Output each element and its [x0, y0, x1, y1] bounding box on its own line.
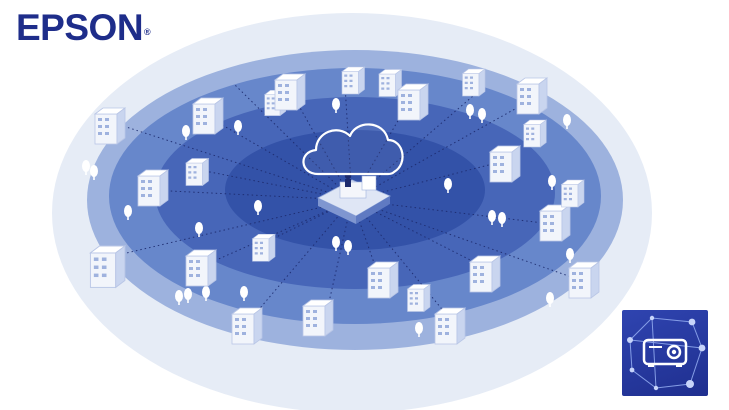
brand-name: EPSON	[16, 7, 144, 48]
operator-workstation-icon	[339, 172, 377, 199]
projector-icon	[627, 315, 706, 391]
registered-mark: ®	[144, 27, 151, 37]
epson-logo: EPSON®	[16, 7, 151, 48]
projector-network-app-icon	[622, 310, 708, 396]
central-hub	[317, 172, 391, 224]
cloud-icon	[302, 123, 404, 176]
